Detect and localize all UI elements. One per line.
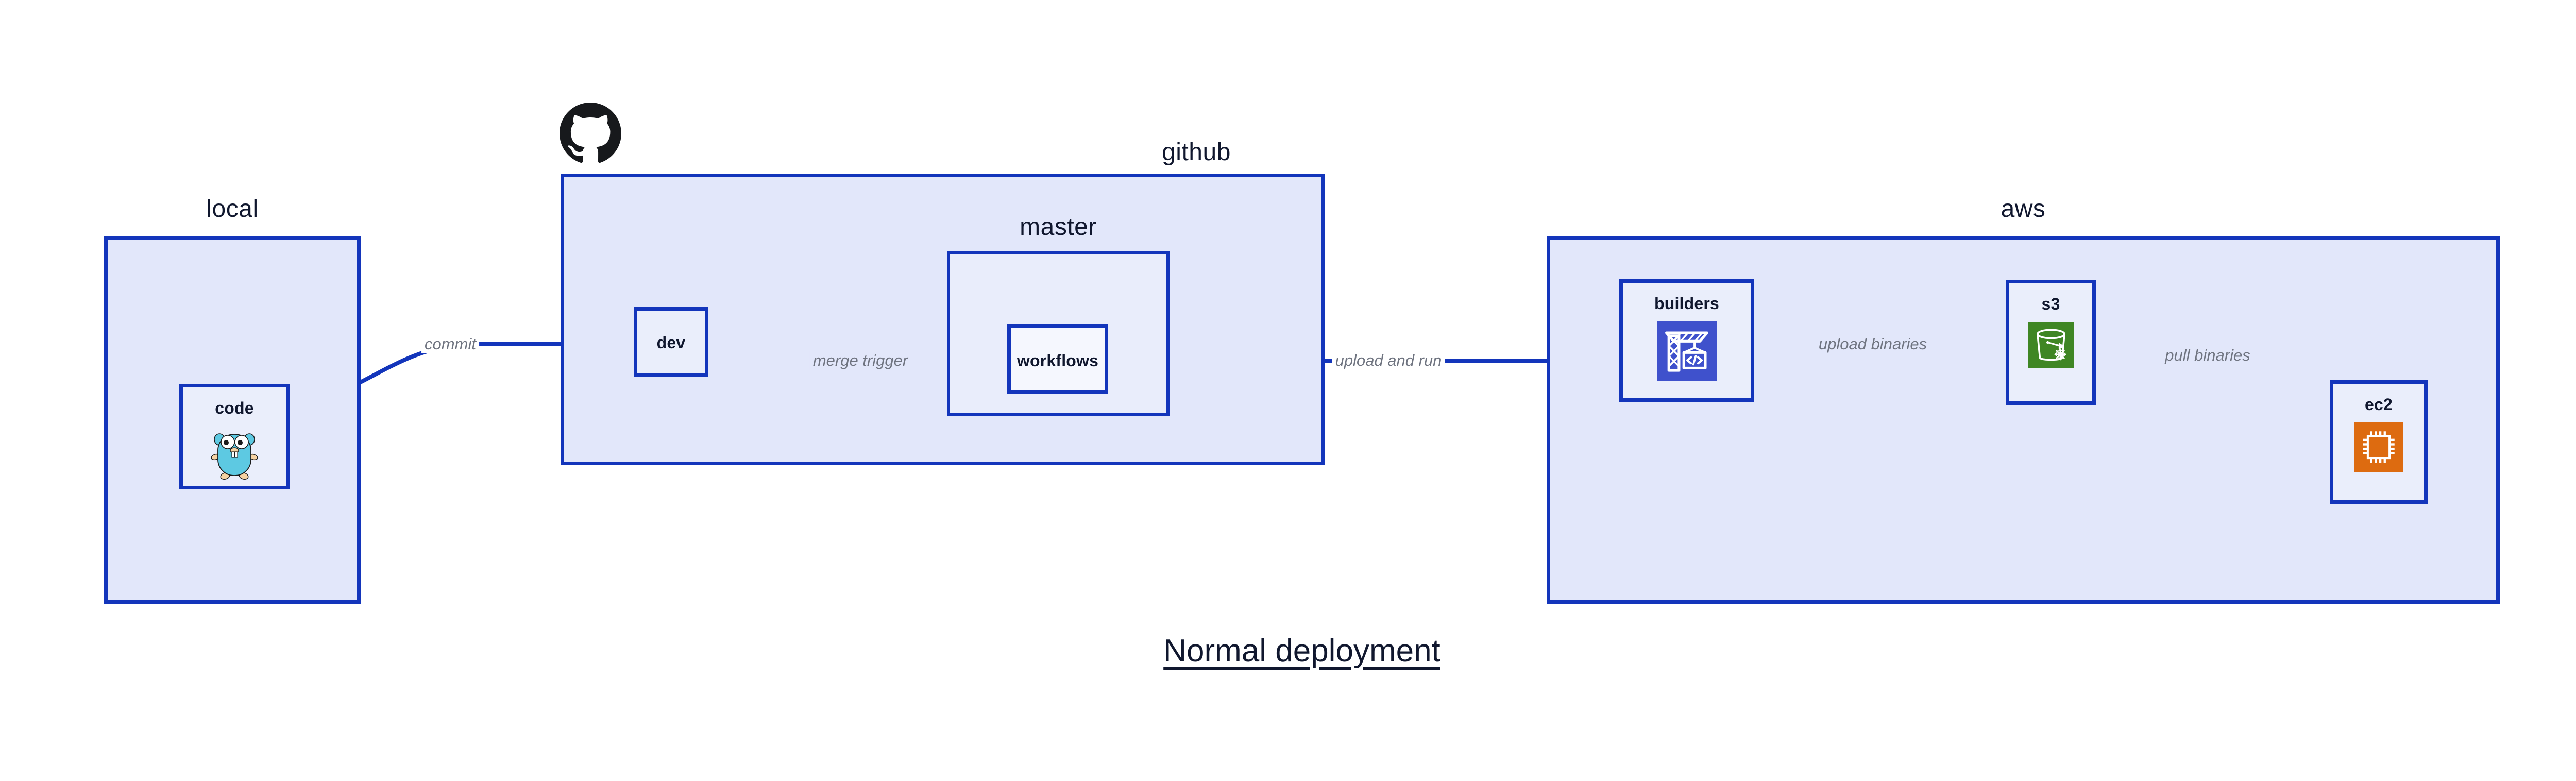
- group-label-master: master: [1020, 213, 1097, 241]
- group-label-github: github: [1162, 139, 1231, 166]
- edge-label-commit: commit: [421, 335, 479, 353]
- figure-title: Normal deployment: [1163, 633, 1440, 669]
- node-dev[interactable]: dev: [634, 307, 708, 377]
- edge-label-merge-trigger: merge trigger: [809, 351, 911, 370]
- edge-label-upload-and-run: upload and run: [1332, 351, 1445, 370]
- edge-label-pull-binaries: pull binaries: [2162, 346, 2253, 365]
- node-s3[interactable]: s3: [2006, 280, 2096, 405]
- go-gopher-icon: [211, 426, 258, 480]
- github-octocat-logo: [560, 103, 621, 164]
- node-label-s3: s3: [2041, 295, 2060, 313]
- node-label-ec2: ec2: [2365, 395, 2393, 414]
- node-label-workflows: workflows: [1016, 351, 1099, 370]
- node-code[interactable]: code: [179, 384, 290, 489]
- group-label-local: local: [206, 195, 259, 223]
- node-workflows[interactable]: workflows: [1007, 324, 1108, 394]
- aws-codebuild-icon: [1657, 321, 1717, 381]
- node-ec2[interactable]: ec2: [2330, 380, 2428, 504]
- group-label-aws: aws: [2001, 195, 2046, 223]
- node-label-dev: dev: [656, 333, 686, 352]
- aws-ec2-icon: [2354, 422, 2403, 472]
- node-builders[interactable]: builders: [1619, 279, 1754, 402]
- aws-s3-glacier-icon: [2027, 322, 2074, 368]
- node-label-builders: builders: [1654, 294, 1720, 313]
- edge-label-upload-binaries: upload binaries: [1815, 335, 1930, 353]
- node-label-code: code: [215, 399, 254, 417]
